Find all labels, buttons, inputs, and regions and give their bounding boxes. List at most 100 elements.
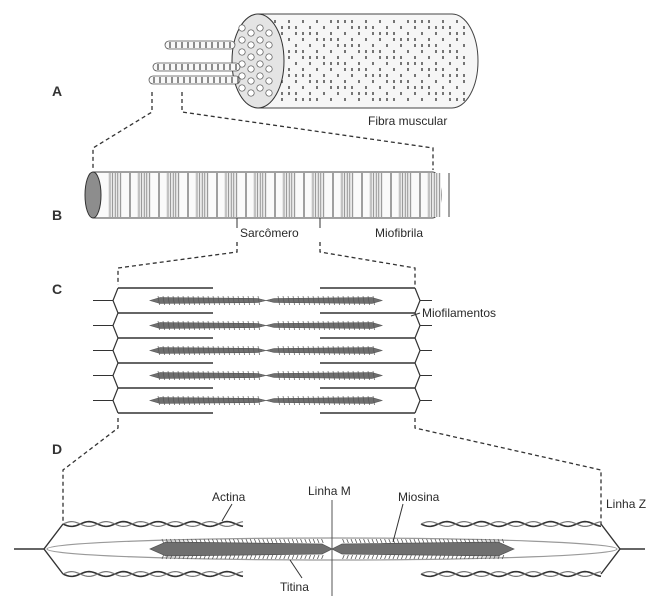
muscle-fiber-body xyxy=(258,14,478,108)
myosin-head xyxy=(225,539,227,543)
myosin-head xyxy=(397,555,399,559)
myofibril-cross-section xyxy=(239,49,245,55)
myosin-head xyxy=(414,555,416,559)
label-muscle-fiber: Fibra muscular xyxy=(368,114,447,128)
myosin-head xyxy=(427,555,429,559)
myosin-head xyxy=(267,539,269,543)
myosin-head xyxy=(301,555,303,559)
myofibril-cross-section xyxy=(248,66,254,72)
myosin-head xyxy=(271,555,273,559)
myosin-head xyxy=(309,539,311,543)
myosin-head xyxy=(372,539,374,543)
myosin-head xyxy=(263,555,265,559)
myosin-head xyxy=(393,555,395,559)
label-myofibril: Miofibrila xyxy=(375,226,423,240)
myofibril-cross-section xyxy=(257,61,263,67)
label-m-line: Linha M xyxy=(308,484,351,498)
myosin-head xyxy=(288,555,290,559)
myosin-head xyxy=(364,555,366,559)
myosin-head xyxy=(296,555,298,559)
myofibril-cross-section xyxy=(257,25,263,31)
section-label-d: D xyxy=(52,441,62,457)
myosin-head xyxy=(401,555,403,559)
myofibril-cross-section xyxy=(257,73,263,79)
zoom-line-c-d xyxy=(415,418,601,525)
myosin-head xyxy=(376,539,378,543)
myosin-head xyxy=(343,555,345,559)
myosin-head xyxy=(322,539,324,543)
actin-pointer xyxy=(222,504,232,521)
myosin-head xyxy=(288,539,290,543)
myofibril-cross-section xyxy=(257,37,263,43)
myosin-head xyxy=(351,539,353,543)
myosin-head xyxy=(259,539,261,543)
myosin-head xyxy=(284,539,286,543)
myosin-head xyxy=(372,555,374,559)
section-label-a: A xyxy=(52,83,62,99)
myosin-head xyxy=(355,539,357,543)
myosin-head xyxy=(351,555,353,559)
label-myofilaments: Miofilamentos xyxy=(422,306,496,320)
myosin-head xyxy=(427,539,429,543)
myofibril-cross-section xyxy=(248,78,254,84)
myosin-head xyxy=(422,539,424,543)
myosin-head xyxy=(380,555,382,559)
myofibril-cross-section xyxy=(248,30,254,36)
myosin-head xyxy=(410,539,412,543)
myosin-head xyxy=(422,555,424,559)
myosin-head xyxy=(250,539,252,543)
myosin-head xyxy=(347,539,349,543)
myofibril-cross-section xyxy=(239,37,245,43)
myosin-head xyxy=(296,539,298,543)
myosin-head xyxy=(322,555,324,559)
myosin-head xyxy=(385,555,387,559)
myosin-head xyxy=(292,555,294,559)
myosin-head xyxy=(368,539,370,543)
myosin-head xyxy=(359,555,361,559)
myofibril-strand xyxy=(153,63,240,71)
myosin-head xyxy=(418,539,420,543)
myofibril-end xyxy=(85,172,101,218)
zoom-line-b-c xyxy=(320,242,415,285)
section-label-b: B xyxy=(52,207,62,223)
myofibril-cross-section xyxy=(248,42,254,48)
myosin-head xyxy=(254,555,256,559)
myosin-head xyxy=(238,555,240,559)
myosin-head xyxy=(246,539,248,543)
myosin-head xyxy=(431,555,433,559)
myosin-head xyxy=(414,539,416,543)
label-myosin: Miosina xyxy=(398,490,439,504)
muscle-fiber-panel xyxy=(93,14,478,170)
myofibril-cross-section xyxy=(266,66,272,72)
myosin-head xyxy=(385,539,387,543)
myofibril-cross-section xyxy=(239,85,245,91)
myosin-head xyxy=(418,555,420,559)
myosin-head xyxy=(271,539,273,543)
myosin-head xyxy=(435,555,437,559)
myosin-head xyxy=(280,539,282,543)
myosin-head xyxy=(280,555,282,559)
myosin-head xyxy=(406,539,408,543)
myosin-head xyxy=(305,555,307,559)
myofibril-cross-section xyxy=(266,78,272,84)
myosin-thick-filament xyxy=(150,398,382,404)
myosin-head xyxy=(313,555,315,559)
myosin-head xyxy=(389,555,391,559)
myosin-head xyxy=(313,539,315,543)
myosin-head xyxy=(368,555,370,559)
myosin-head xyxy=(359,539,361,543)
myosin-head xyxy=(246,555,248,559)
myosin-head xyxy=(259,555,261,559)
myosin-head xyxy=(317,539,319,543)
myosin-head xyxy=(401,539,403,543)
myosin-head xyxy=(242,555,244,559)
myosin-head xyxy=(376,555,378,559)
myosin-thick-filament xyxy=(150,373,382,379)
myosin-head xyxy=(242,539,244,543)
myosin-head xyxy=(431,539,433,543)
myosin-head xyxy=(406,555,408,559)
myosin-head xyxy=(229,539,231,543)
myosin-head xyxy=(347,555,349,559)
myofibril-cross-section xyxy=(248,54,254,60)
myosin-head xyxy=(397,539,399,543)
